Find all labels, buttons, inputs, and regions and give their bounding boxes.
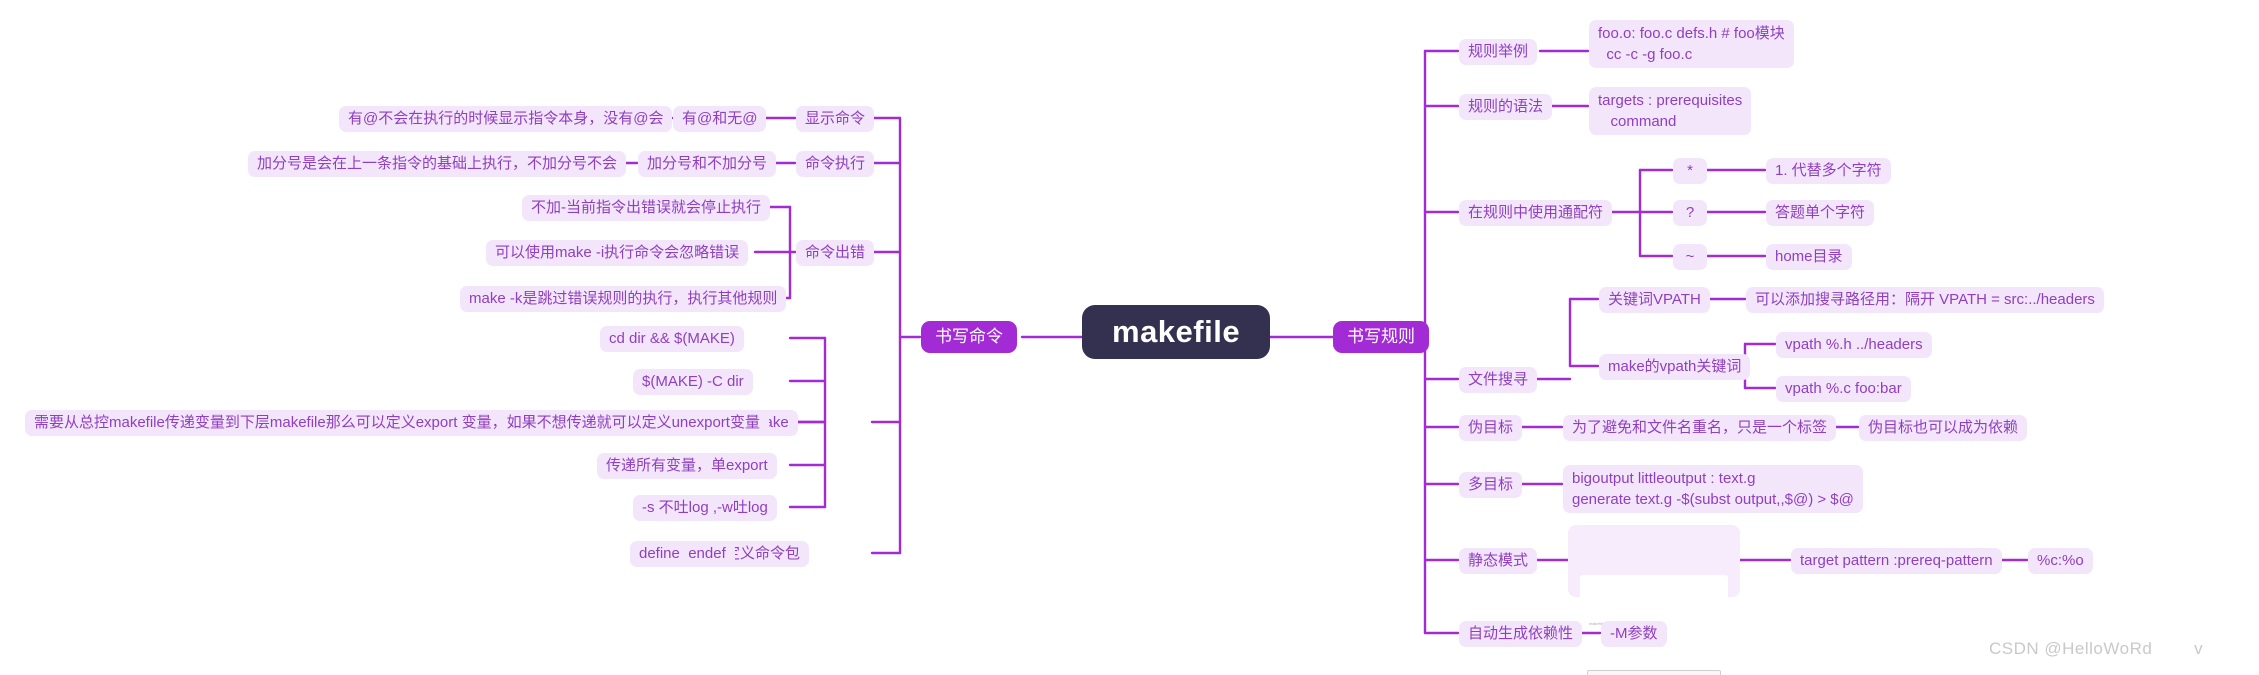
branch-write-rules[interactable]: 书写规则 xyxy=(1333,321,1429,353)
topic-command-execution[interactable]: 命令执行 xyxy=(796,151,875,177)
leaf-wildcard-tilde[interactable]: ~ xyxy=(1673,244,1707,270)
leaf-vpath-desc[interactable]: 可以添加搜寻路径用：隔开 VPATH = src:../headers xyxy=(1746,287,2104,313)
leaf-make-i-ignore[interactable]: 可以使用make -i执行命令会忽略错误 xyxy=(486,240,749,266)
leaf-export-all-vars[interactable]: 传递所有变量，单export xyxy=(597,453,777,479)
topic-command-error[interactable]: 命令出错 xyxy=(796,240,875,266)
leaf-at-sign-detail[interactable]: 有@不会在执行的时候显示指令本身，没有@会 xyxy=(339,106,673,132)
leaf-phony-as-dependency[interactable]: 伪目标也可以成为依赖 xyxy=(1859,415,2028,441)
topic-wildcards-in-rules[interactable]: 在规则中使用通配符 xyxy=(1459,200,1613,226)
leaf-make-vpath-keyword[interactable]: make的vpath关键词 xyxy=(1599,354,1751,380)
leaf-s-w-log[interactable]: -s 不吐log ,-w吐log xyxy=(633,495,777,521)
leaf-rule-example-code[interactable]: foo.o: foo.c defs.h # foo模块 cc -c -g foo… xyxy=(1589,20,1794,68)
leaf-wildcard-star[interactable]: * xyxy=(1673,158,1707,184)
leaf-vpath-keyword[interactable]: 关键词VPATH xyxy=(1599,287,1710,313)
leaf-rule-syntax-code[interactable]: targets : prerequisites command xyxy=(1589,87,1752,135)
topic-rule-example[interactable]: 规则举例 xyxy=(1459,39,1538,65)
topic-file-search[interactable]: 文件搜寻 xyxy=(1459,367,1538,393)
leaf-target-prereq-pattern[interactable]: target pattern :prereq-pattern xyxy=(1791,548,2002,574)
leaf-semicolon-variants[interactable]: 加分号和不加分号 xyxy=(638,151,777,177)
topic-display-command[interactable]: 显示命令 xyxy=(796,106,875,132)
leaf-make-k-skip[interactable]: make -k是跳过错误规则的执行，执行其他规则 xyxy=(460,286,787,312)
leaf-cd-dir-make[interactable]: cd dir && $(MAKE) xyxy=(600,326,744,352)
topic-auto-dependency[interactable]: 自动生成依赖性 xyxy=(1459,621,1583,647)
root-node[interactable]: makefile xyxy=(1082,305,1271,359)
csdn-watermark: CSDN @HelloWoRd v xyxy=(1989,639,2204,658)
topic-multi-target[interactable]: 多目标 xyxy=(1459,472,1523,498)
leaf-wildcard-question-desc[interactable]: 答题单个字符 xyxy=(1766,200,1875,226)
leaf-multi-target-code[interactable]: bigoutput littleoutput : text.g generate… xyxy=(1563,465,1863,513)
leaf-phony-desc[interactable]: 为了避免和文件名重名，只是一个标签 xyxy=(1563,415,1837,441)
thumbnail-code-box: <targets ...> : <target-pattern> : <prer… xyxy=(1587,670,1721,675)
leaf-wildcard-question[interactable]: ? xyxy=(1673,200,1707,226)
topic-rule-syntax[interactable]: 规则的语法 xyxy=(1459,94,1553,120)
leaf-percent-c-percent-o[interactable]: %c:%o xyxy=(2028,548,2093,574)
leaf-vpath-c-foobar[interactable]: vpath %.c foo:bar xyxy=(1776,376,1911,402)
topic-static-pattern[interactable]: 静态模式 xyxy=(1459,548,1538,574)
branch-write-commands[interactable]: 书写命令 xyxy=(921,321,1017,353)
leaf-static-pattern-screenshot[interactable]: makefile 示例 <targets ...> : <target-patt… xyxy=(1568,525,1740,675)
leaf-no-dash-stops[interactable]: 不加-当前指令出错误就会停止执行 xyxy=(522,195,770,221)
leaf-semicolon-detail[interactable]: 加分号是会在上一条指令的基础上执行，不加分号不会 xyxy=(248,151,627,177)
leaf-wildcard-star-desc[interactable]: 1. 代替多个字符 xyxy=(1766,158,1891,184)
leaf-export-unexport[interactable]: 需要从总控makefile传递变量到下层makefile那么可以定义export… xyxy=(25,410,769,436)
leaf-define-endef[interactable]: define endef xyxy=(630,541,735,567)
leaf-make-c-dir[interactable]: $(MAKE) -C dir xyxy=(633,369,753,395)
embedded-screenshot-thumbnail: makefile 示例 <targets ...> : <target-patt… xyxy=(1580,575,1728,675)
leaf-at-sign-variants[interactable]: 有@和无@ xyxy=(673,106,767,132)
leaf-wildcard-tilde-desc[interactable]: home目录 xyxy=(1766,244,1852,270)
leaf-vpath-h-headers[interactable]: vpath %.h ../headers xyxy=(1776,332,1932,358)
leaf-m-parameter[interactable]: -M参数 xyxy=(1601,621,1667,647)
topic-phony-target[interactable]: 伪目标 xyxy=(1459,415,1523,441)
